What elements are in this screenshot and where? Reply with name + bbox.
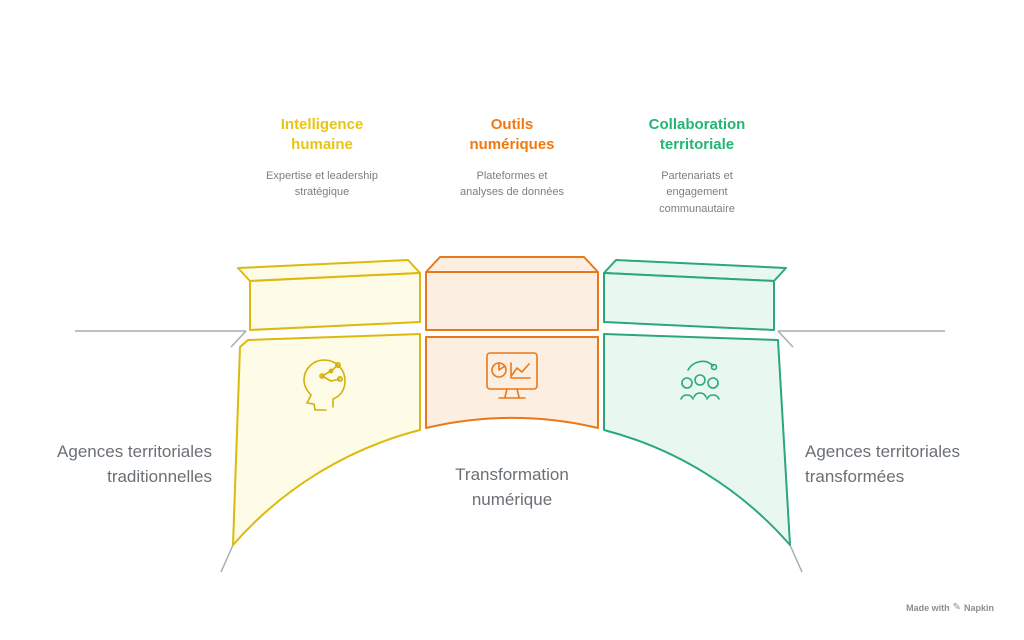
pier-line-right	[789, 544, 803, 573]
napkin-pen-icon: ✎	[952, 602, 961, 613]
pier-line-left	[220, 544, 234, 573]
made-with-napkin-credit: Made with ✎ Napkin	[906, 602, 994, 613]
pillar-title-collaboration-territoriale: Collaboration territoriale	[648, 116, 746, 153]
yellow-block	[232, 259, 421, 546]
orange-block-lower	[425, 336, 599, 429]
pillar-intelligence-humaine: Intelligence humaine Expertise et leader…	[227, 115, 417, 201]
pillar-subtitle-collaboration-territoriale: Partenariats et engagement communautaire	[659, 169, 735, 215]
green-block-front-face	[603, 272, 775, 331]
green-block-lower	[603, 333, 791, 546]
napkin-brand-text: Napkin	[963, 602, 994, 613]
deck-edge-left	[230, 330, 247, 348]
analytics-monitor-icon	[486, 352, 538, 399]
pillar-subtitle-outils-numeriques: Plateformes et analyses de données	[460, 169, 564, 199]
green-block	[603, 259, 791, 546]
yellow-block-front-face	[249, 272, 421, 331]
pillar-title-intelligence-humaine: Intelligence humaine	[280, 116, 364, 153]
pillar-outils-numeriques: Outils numériques Plateformes et analyse…	[417, 115, 607, 201]
label-agences-transformees: Agences territoriales transformées	[805, 442, 960, 486]
label-agences-traditionnelles: Agences territoriales traditionnelles	[57, 442, 212, 486]
yellow-block-lower	[232, 333, 421, 546]
community-people-icon	[680, 360, 720, 400]
orange-block-top-face	[425, 256, 599, 273]
pillar-subtitle-intelligence-humaine: Expertise et leadership stratégique	[266, 169, 378, 199]
ai-head-circuit-icon	[303, 359, 346, 411]
deck-edge-right	[777, 330, 794, 348]
orange-block-front-face	[425, 271, 599, 331]
made-with-text: Made with	[906, 602, 950, 613]
bridge-deck-lines	[75, 330, 945, 573]
pillar-collaboration-territoriale: Collaboration territoriale Partenariats …	[602, 115, 792, 217]
orange-block	[425, 256, 599, 429]
label-transformation-numerique: Transformation numérique	[455, 465, 569, 509]
pillar-title-outils-numeriques: Outils numériques	[469, 116, 555, 153]
